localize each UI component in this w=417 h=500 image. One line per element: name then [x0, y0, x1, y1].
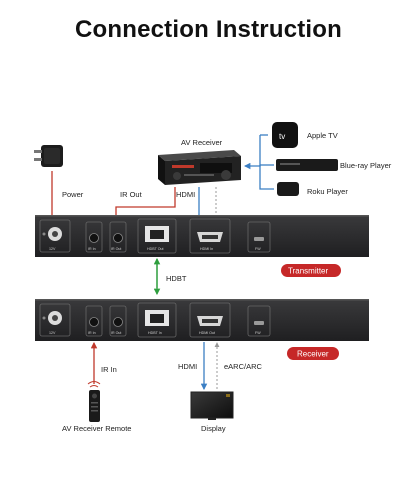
ir-in-label: IR In: [101, 365, 117, 374]
bluray-label: Blue-ray Player: [340, 161, 392, 170]
receiver-panel: 12V IR In IR Out HDBT In HDMI Out FW: [35, 299, 369, 341]
tx-port-power: 12V: [49, 247, 56, 251]
rx-port-hdbt: HDBT In: [148, 331, 162, 335]
rx-port-ir-out: IR Out: [111, 331, 121, 335]
display-icon: [190, 391, 234, 420]
apple-tv-icon: tv: [272, 122, 298, 148]
hdmi-top-label: HDMI: [176, 190, 195, 199]
av-receiver-icon: [158, 150, 241, 185]
display-label: Display: [201, 424, 226, 433]
earc-label: eARC/ARC: [224, 362, 263, 371]
source-connections: [243, 134, 274, 190]
rx-port-power: 12V: [49, 331, 56, 335]
rx-port-ir-in: IR In: [88, 331, 96, 335]
transmitter-badge: Transmitter: [281, 264, 341, 277]
apple-tv-label: Apple TV: [307, 131, 338, 140]
ir-remote-icon: [87, 381, 101, 422]
page-title: Connection Instruction: [74, 16, 343, 43]
source-bus-line: [243, 135, 261, 170]
receiver-badge: Receiver: [287, 347, 339, 360]
roku-line: [259, 165, 274, 190]
bluray-player-icon: [276, 159, 338, 171]
av-receiver-label: AV Receiver: [181, 138, 223, 147]
svg-text:Receiver: Receiver: [297, 350, 329, 359]
svg-text:tv: tv: [279, 132, 285, 141]
tx-port-ir-out: IR Out: [111, 247, 121, 251]
hdmi-bottom-label: HDMI: [178, 362, 197, 371]
power-adapter-icon: [34, 145, 63, 167]
tx-port-hdbt: HDBT Out: [147, 247, 164, 251]
tx-port-fw: FW: [255, 247, 261, 251]
ir-out-label: IR Out: [120, 190, 143, 199]
rx-port-fw: FW: [255, 331, 261, 335]
tx-port-hdmi: HDMI In: [200, 247, 213, 251]
roku-player-icon: [277, 182, 299, 196]
tx-port-ir-in: IR In: [88, 247, 96, 251]
roku-label: Roku Player: [307, 187, 348, 196]
transmitter-panel: 12V IR In IR Out HDBT Out HDMI In FW: [35, 215, 369, 257]
rx-port-hdmi: HDMI Out: [199, 331, 215, 335]
svg-text:Transmitter: Transmitter: [288, 267, 328, 276]
hdbt-label: HDBT: [166, 274, 187, 283]
power-label: Power: [62, 190, 84, 199]
remote-label: AV Receiver Remote: [62, 424, 131, 433]
